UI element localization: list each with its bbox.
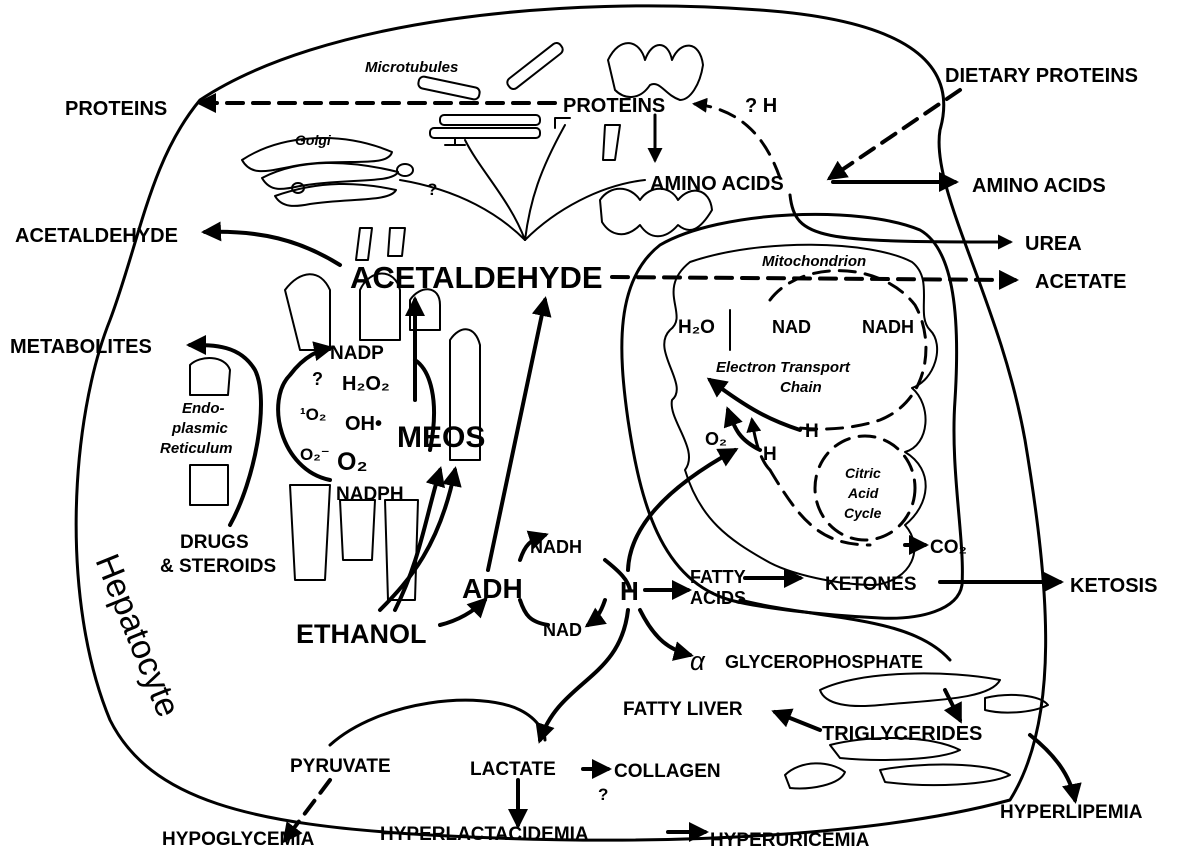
label-fatty-liver: FATTY LIVER bbox=[623, 699, 743, 720]
label-drugs-2: & STEROIDS bbox=[160, 556, 276, 577]
electron-transport-loop bbox=[770, 271, 926, 429]
label-h-m2: H bbox=[763, 444, 777, 465]
label-hyperuricemia: HYPERURICEMIA bbox=[710, 830, 870, 851]
label-proteins-out: PROTEINS bbox=[65, 98, 167, 120]
label-h2o: H₂O bbox=[678, 317, 715, 338]
label-nadh-m: NADH bbox=[862, 317, 914, 337]
label-o2-singlet: ¹O₂ bbox=[300, 405, 326, 424]
label-dietary-proteins: DIETARY PROTEINS bbox=[945, 65, 1138, 87]
label-etc-1: Electron Transport bbox=[716, 359, 851, 376]
label-ethanol: ETHANOL bbox=[296, 619, 427, 649]
label-hyperlactacidemia: HYPERLACTACIDEMIA bbox=[380, 824, 589, 845]
label-cac-1: Citric bbox=[845, 465, 881, 481]
label-co2: CO₂ bbox=[930, 537, 967, 558]
label-metabolites: METABOLITES bbox=[10, 336, 152, 358]
label-pyruvate: PYRUVATE bbox=[290, 756, 391, 777]
mitochondrion-outer bbox=[622, 214, 963, 618]
label-mitochondrion: Mitochondrion bbox=[762, 253, 866, 270]
label-h2o2: H₂O₂ bbox=[342, 373, 390, 395]
label-q-h: ? H bbox=[745, 95, 777, 117]
label-h-c: H bbox=[620, 576, 639, 606]
label-ketones: KETONES bbox=[825, 574, 917, 595]
label-q-er: ? bbox=[312, 369, 323, 389]
label-microtubules: Microtubules bbox=[365, 59, 458, 76]
label-acetaldehyde-out: ACETALDEHYDE bbox=[15, 225, 178, 247]
label-adh: ADH bbox=[462, 573, 523, 604]
label-urea: UREA bbox=[1025, 233, 1082, 255]
label-drugs-1: DRUGS bbox=[180, 532, 249, 553]
label-o2-super: O₂⁻ bbox=[300, 445, 330, 464]
label-fatty-1: FATTY bbox=[690, 567, 746, 587]
label-cac-3: Cycle bbox=[844, 505, 882, 521]
label-amino-acids-out: AMINO ACIDS bbox=[972, 175, 1106, 197]
label-alpha: α bbox=[690, 646, 706, 676]
label-etc-2: Chain bbox=[780, 379, 822, 396]
label-er-3: Reticulum bbox=[160, 440, 233, 457]
golgi-apparatus bbox=[242, 138, 413, 206]
label-oh: OH• bbox=[345, 413, 382, 435]
label-o2-m: O₂ bbox=[705, 429, 727, 449]
label-hypoglycemia: HYPOGLYCEMIA bbox=[162, 829, 315, 850]
label-er-1: Endo- bbox=[182, 400, 225, 417]
label-golgi: Golgi bbox=[295, 132, 332, 148]
label-amino-acids-in: AMINO ACIDS bbox=[650, 173, 784, 195]
label-lactate: LACTATE bbox=[470, 759, 556, 780]
label-cac-2: Acid bbox=[847, 485, 879, 501]
label-fatty-2: ACIDS bbox=[690, 588, 746, 608]
label-o2: O₂ bbox=[337, 448, 368, 476]
mitochondrion-matrix bbox=[664, 245, 937, 585]
label-proteins-in: PROTEINS bbox=[563, 95, 665, 117]
label-hyperlipemia: HYPERLIPEMIA bbox=[1000, 802, 1143, 823]
labels: PROTEINS Microtubules PROTEINS ? H DIETA… bbox=[10, 59, 1157, 851]
label-ketosis: KETOSIS bbox=[1070, 575, 1157, 597]
label-q-golgi: ? bbox=[427, 180, 437, 199]
label-triglycerides: TRIGLYCERIDES bbox=[822, 723, 982, 745]
label-collagen: COLLAGEN bbox=[614, 761, 721, 782]
label-nadph: NADPH bbox=[336, 484, 404, 505]
label-nad-m: NAD bbox=[772, 317, 811, 337]
label-nad-c: NAD bbox=[543, 620, 582, 640]
microtubules bbox=[417, 41, 564, 138]
label-acetaldehyde-main: ACETALDEHYDE bbox=[350, 260, 603, 295]
label-acetate: ACETATE bbox=[1035, 271, 1126, 293]
label-er-2: plasmic bbox=[171, 420, 229, 437]
label-q-collagen: ? bbox=[598, 785, 608, 804]
label-nadh-c: NADH bbox=[530, 537, 582, 557]
label-glycero: GLYCEROPHOSPHATE bbox=[725, 652, 923, 672]
label-meos: MEOS bbox=[397, 421, 485, 454]
label-h-m1: H bbox=[805, 421, 819, 442]
label-nadp: NADP bbox=[330, 343, 384, 364]
